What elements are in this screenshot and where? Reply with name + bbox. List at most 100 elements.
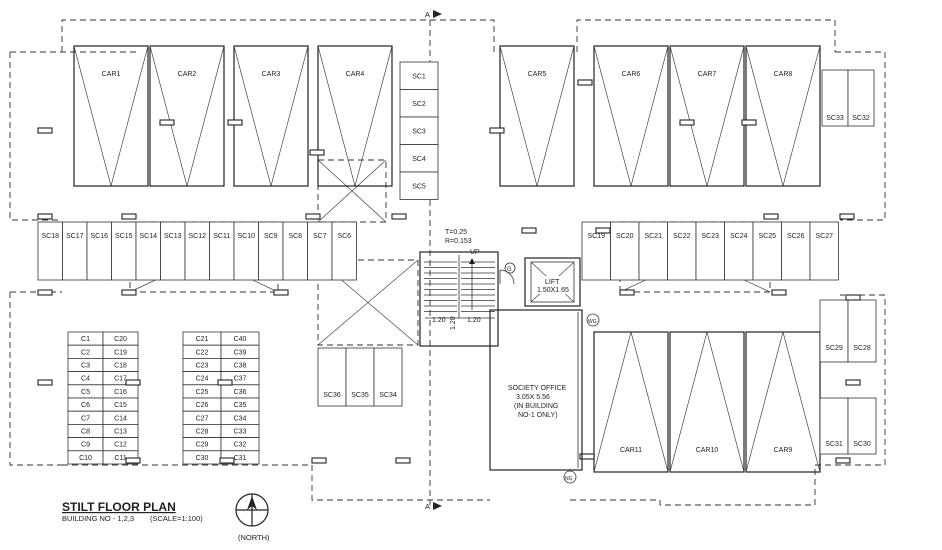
building-numbers: BUILDING NO - 1,2,3 (62, 514, 134, 523)
car-bay-car4: CAR4 (317, 45, 393, 188)
car-bay-car9: CAR9 (745, 330, 821, 473)
scooter-bay-sc21: SC21 (638, 221, 668, 281)
scooter-label: SC32 (852, 115, 870, 122)
cycle-bay-c22: C22 (182, 344, 222, 359)
scooter-bay-sc20: SC20 (610, 221, 640, 281)
column (771, 289, 787, 296)
scooter-label: SC3 (412, 128, 426, 135)
column (311, 457, 327, 464)
car-bay-car10: CAR10 (669, 330, 745, 473)
column (121, 213, 137, 220)
cycle-label: C8 (81, 429, 90, 436)
column (595, 227, 611, 234)
cycle-bay-c20: C20 (102, 331, 139, 346)
stair-riser: R=0.153 (445, 238, 472, 245)
cycle-label: C22 (196, 349, 209, 356)
scooter-label: SC16 (90, 233, 108, 240)
car-label: CAR7 (698, 71, 717, 78)
scooter-bay-sc32: SC32 (847, 69, 875, 127)
scooter-label: SC13 (164, 233, 182, 240)
scooter-label: SC35 (351, 392, 369, 399)
cycle-bay-c8: C8 (67, 423, 104, 438)
cycle-label: C37 (234, 376, 247, 383)
cycle-bay-c38: C38 (220, 357, 260, 372)
scooter-label: SC21 (644, 233, 662, 240)
cycle-bay-c30: C30 (182, 450, 222, 465)
column (845, 294, 861, 301)
car-bay-car6: CAR6 (593, 45, 669, 188)
cycle-bay-c15: C15 (102, 397, 139, 412)
scooter-label: SC10 (237, 233, 255, 240)
staircase: T=0.25 R=0.153 UP 1.20 1.20 1.20 (419, 229, 499, 347)
scooter-bay-sc11: SC11 (209, 221, 235, 281)
column (489, 127, 505, 134)
column (37, 289, 53, 296)
scooter-bay-sc8: SC8 (282, 221, 308, 281)
column (741, 119, 757, 126)
building-outline (9, 19, 886, 506)
column (679, 119, 695, 126)
cycle-bay-c7: C7 (67, 410, 104, 425)
cycle-bay-c26: C26 (182, 397, 222, 412)
cycle-label: C13 (114, 429, 127, 436)
cycle-label: C19 (114, 349, 127, 356)
office-name: SOCIETY OFFICE (508, 385, 567, 392)
scooter-label: SC18 (41, 233, 59, 240)
cycle-label: C36 (234, 389, 247, 396)
cycle-label: C21 (196, 336, 209, 343)
column (37, 379, 53, 386)
svg-text:NG: NG (565, 476, 573, 482)
scooter-bay-sc29: SC29 (819, 299, 849, 363)
cycle-bay-c1: C1 (67, 331, 104, 346)
column (845, 379, 861, 386)
car-label: CAR10 (696, 447, 719, 454)
cycle-bay-c19: C19 (102, 344, 139, 359)
lift: LIFT 1.50X1.65 (499, 257, 581, 307)
car-label: CAR2 (178, 71, 197, 78)
section-label-bottom: A (425, 502, 430, 511)
cycle-label: C7 (81, 415, 90, 422)
cycle-bay-c36: C36 (220, 384, 260, 399)
scooter-label: SC14 (139, 233, 157, 240)
scooter-bay-sc26: SC26 (781, 221, 811, 281)
column (37, 213, 53, 220)
svg-text:WG: WG (588, 319, 597, 325)
column (273, 289, 289, 296)
cycle-bay-c10: C10 (67, 450, 104, 465)
column (839, 213, 855, 220)
scooter-bay-sc33: SC33 (821, 69, 849, 127)
column (763, 213, 779, 220)
car-bay-car7: CAR7 (669, 45, 745, 188)
scooter-label: SC23 (701, 233, 719, 240)
scooter-label: SC31 (825, 441, 843, 448)
north-label: (NORTH) (238, 533, 270, 542)
cycle-bay-c25: C25 (182, 384, 222, 399)
scooter-bay-sc24: SC24 (724, 221, 754, 281)
scooter-label: SC1 (412, 73, 426, 80)
scooter-bay-sc30: SC30 (847, 397, 877, 455)
stair-dim-1: 1.20 (432, 317, 446, 324)
scooter-bay-sc5: SC5 (399, 171, 439, 200)
scooter-bay-sc28: SC28 (847, 299, 877, 363)
car-label: CAR5 (528, 71, 547, 78)
scooter-label: SC19 (587, 233, 605, 240)
scooter-bay-sc14: SC14 (135, 221, 161, 281)
cycle-label: C39 (234, 349, 247, 356)
car-bay-car5: CAR5 (499, 45, 575, 188)
car-label: CAR11 (620, 447, 642, 454)
cycle-label: C25 (196, 389, 209, 396)
scooter-label: SC28 (853, 345, 871, 352)
cycle-label: C24 (196, 376, 209, 383)
scooter-bay-sc3: SC3 (399, 116, 439, 145)
column (217, 379, 233, 386)
cycle-label: C23 (196, 363, 209, 370)
cycle-label: C32 (234, 442, 247, 449)
scooter-label: SC30 (853, 441, 871, 448)
svg-text:G: G (507, 267, 512, 273)
car-label: CAR6 (622, 71, 641, 78)
cycle-label: C5 (81, 389, 90, 396)
scooter-bay-sc2: SC2 (399, 89, 439, 118)
scooter-bay-sc23: SC23 (695, 221, 725, 281)
cycle-label: C9 (81, 442, 90, 449)
